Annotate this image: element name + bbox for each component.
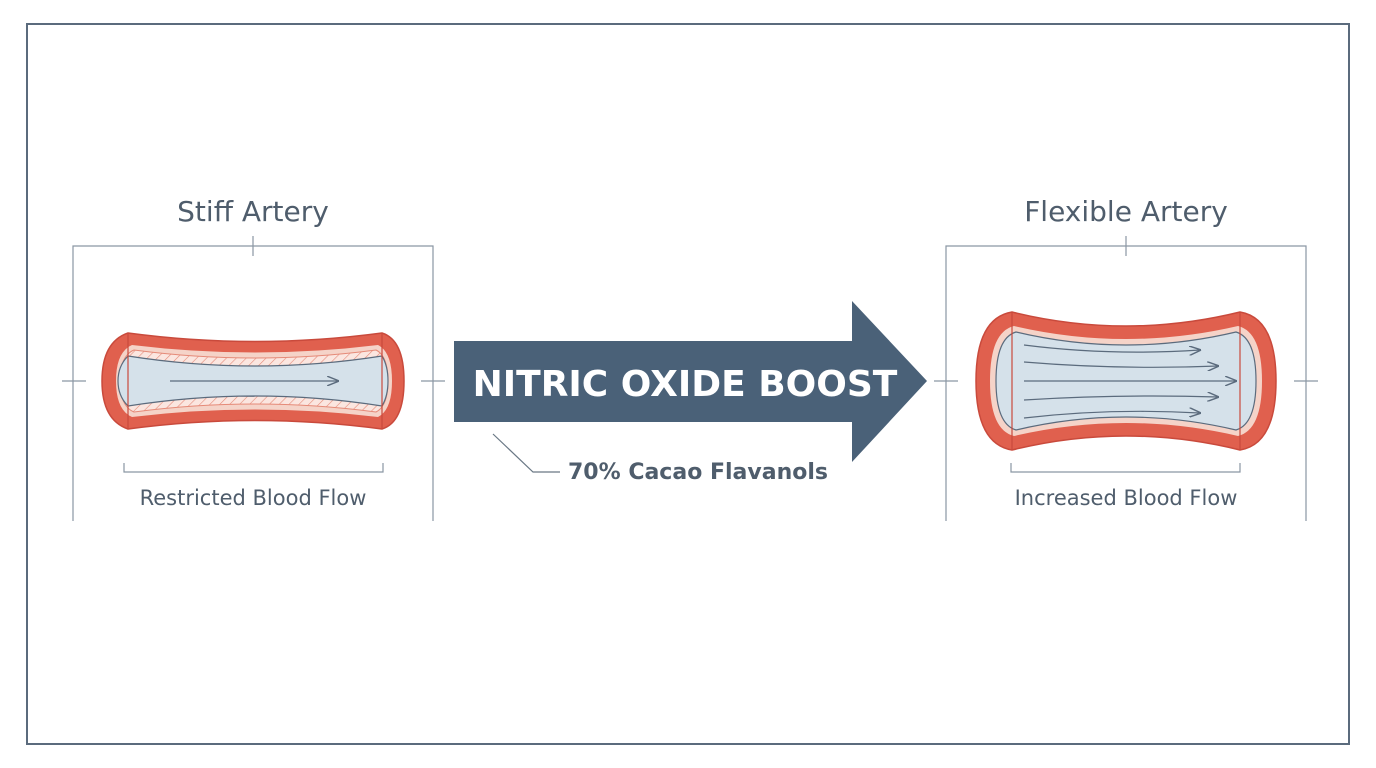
left-panel-caption: Restricted Blood Flow <box>140 486 367 510</box>
left-caption-bracket <box>123 463 384 473</box>
right-caption-bracket <box>1010 463 1241 473</box>
flexible-flow-arrow-2 <box>1023 362 1218 367</box>
left-panel: Stiff Artery Restricted Blood Flow <box>62 195 445 521</box>
nitric-oxide-arrow: NITRIC OXIDE BOOST 70% Cacao Flavanols <box>454 301 927 485</box>
arrow-label: NITRIC OXIDE BOOST <box>473 364 898 405</box>
right-panel-title: Flexible Artery <box>1024 195 1228 228</box>
left-panel-title: Stiff Artery <box>177 195 329 228</box>
flexible-artery <box>975 311 1277 451</box>
right-panel: Flexible Artery Increased Blood Flow <box>934 195 1318 521</box>
flexible-flow-arrow-1 <box>1023 344 1200 352</box>
arrow-annotation: 70% Cacao Flavanols <box>568 460 828 485</box>
stiff-artery <box>101 332 405 430</box>
flexible-flow-arrow-4 <box>1023 396 1218 400</box>
outer-frame <box>26 23 1350 745</box>
arrow-shape <box>454 301 927 462</box>
annotation-leader-line <box>492 433 560 473</box>
flexible-flow-arrow-5 <box>1023 411 1200 419</box>
right-panel-caption: Increased Blood Flow <box>1015 486 1238 510</box>
